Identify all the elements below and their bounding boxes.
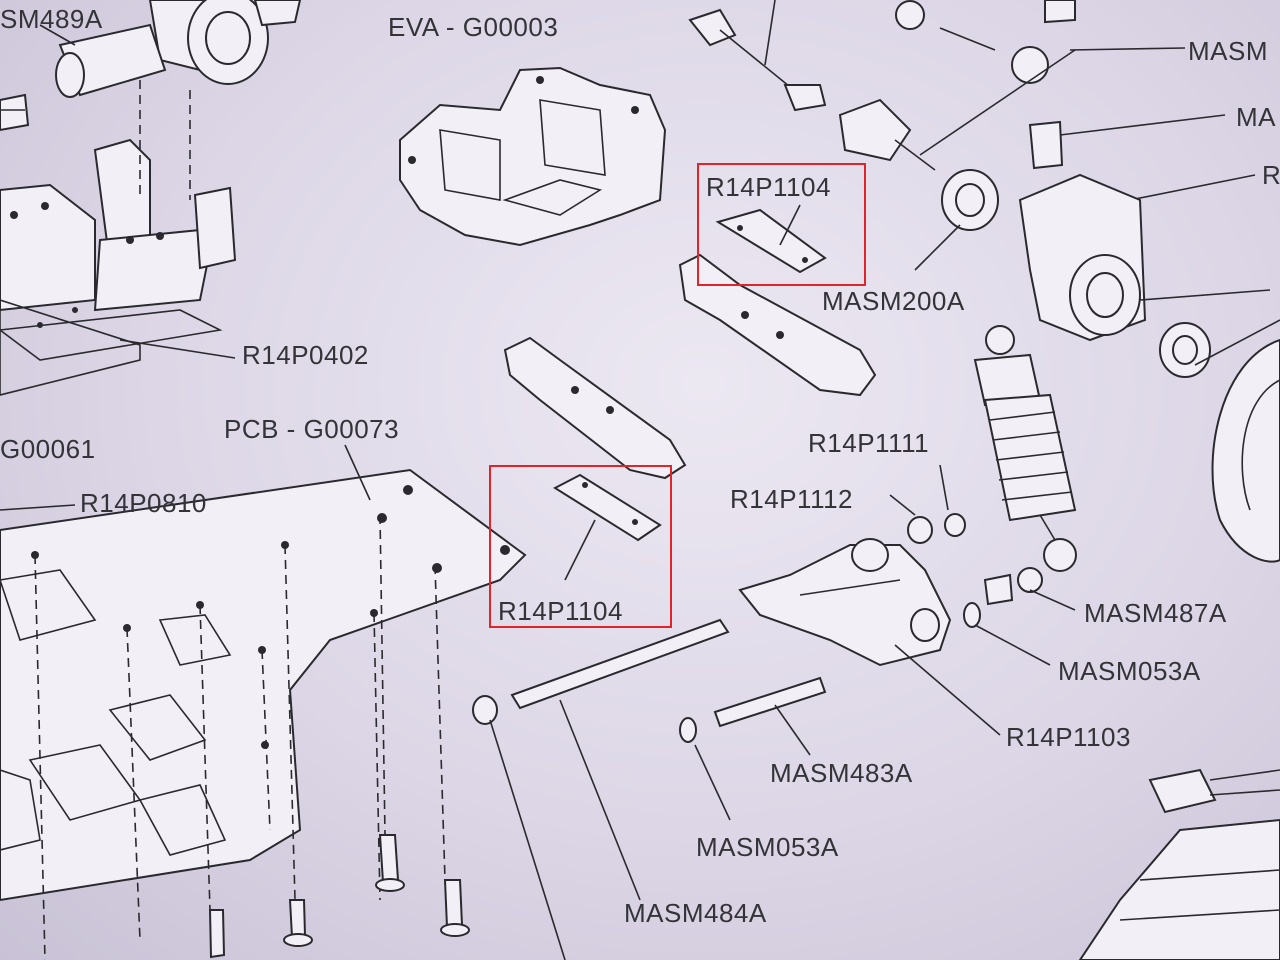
label-masm053a-bottom: MASM053A [696,832,839,862]
label-masm489a: SM489A [0,4,103,34]
label-r14p1111: R14P1111 [808,428,930,458]
nut-bottom [472,695,566,960]
ball-stud-masm487a [983,567,1076,611]
label-masm484a: MASM484A [624,898,767,928]
label-r14p0402: R14P0402 [242,340,369,370]
screws-bottom [208,834,470,959]
label-masm487a: MASM487A [1084,598,1227,628]
label-r-right: R [1262,160,1280,190]
bearing-right [1159,319,1280,378]
lower-arm-r14p1103 [738,538,952,667]
label-g00061: G00061 [0,434,96,464]
label-masm483a: MASM483A [770,758,913,788]
label-pcb-g00073: PCB - G00073 [224,414,400,444]
alignment-dashes [34,514,446,960]
ball-links-top-right [895,0,1256,201]
label-eva-g00003: EVA - G00003 [388,12,559,42]
bearing-masm200a [914,169,999,271]
gear-assembly-top-left [0,0,302,132]
highlight-box-r14p1104-middle [489,465,672,628]
label-r14p1104-top: R14P1104 [706,172,831,202]
suspension-arm-middle [503,336,687,480]
wheel-right-edge [1211,338,1280,563]
shock-absorber [973,325,1077,572]
transmission-case [399,66,667,247]
label-masm-top-right: MASM [1188,36,1268,66]
main-chassis-plate [0,468,527,902]
label-r14p1103: R14P1103 [1006,722,1131,752]
nuts-r14p1111-r14p1112 [889,464,966,544]
hinge-pin-masm483a [713,676,827,756]
connector-bottom-right [1078,768,1280,960]
label-masm200a: MASM200A [822,286,965,316]
label-r14p1104-middle: R14P1104 [498,596,623,626]
left-chassis-plate [0,138,237,396]
clip-masm053a-bottom [679,717,731,821]
label-masm053a-right: MASM053A [1058,656,1201,686]
label-ma-right: MA [1236,102,1276,132]
label-r14p1112: R14P1112 [730,484,854,514]
highlight-box-r14p1104-top [697,163,866,286]
bushing-top-right [1028,120,1064,170]
hinge-pin-masm484a [510,618,730,901]
shim-plate-r14p1104 [552,473,662,542]
clip-masm053a-right [963,602,1051,666]
drive-shaft-top [688,0,827,112]
suspension-arm-upper [678,208,877,397]
label-r14p0810: R14P0810 [80,488,207,518]
hub-carrier [1018,173,1271,342]
drive-cup [838,49,1076,171]
